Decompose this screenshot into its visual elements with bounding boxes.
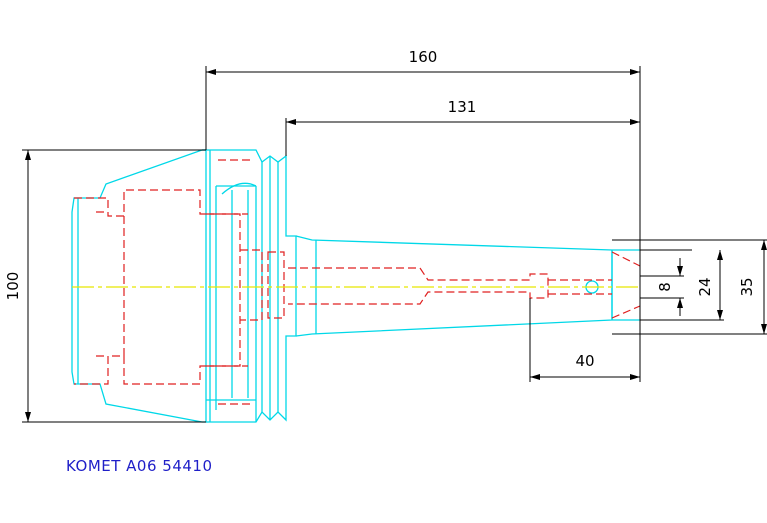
hidden-lines: [74, 159, 641, 405]
dim-label-160: 160: [409, 48, 438, 66]
shank-outline: [295, 235, 640, 337]
dim-label-131: 131: [448, 98, 477, 116]
dim-label-100: 100: [4, 272, 22, 301]
dim-label-24: 24: [696, 277, 714, 296]
part-number-caption: KOMET A06 54410: [66, 457, 213, 475]
dim-label-35: 35: [738, 277, 756, 296]
hsk-taper-outline: [71, 149, 207, 423]
dim-label-8: 8: [656, 282, 674, 292]
dimension-lines: [22, 66, 767, 423]
flange-outline: [206, 149, 297, 423]
tool-outline: [71, 149, 640, 423]
dim-label-40: 40: [575, 352, 594, 370]
dimension-labels: 160 131 100 40 8 24 35: [4, 48, 756, 370]
